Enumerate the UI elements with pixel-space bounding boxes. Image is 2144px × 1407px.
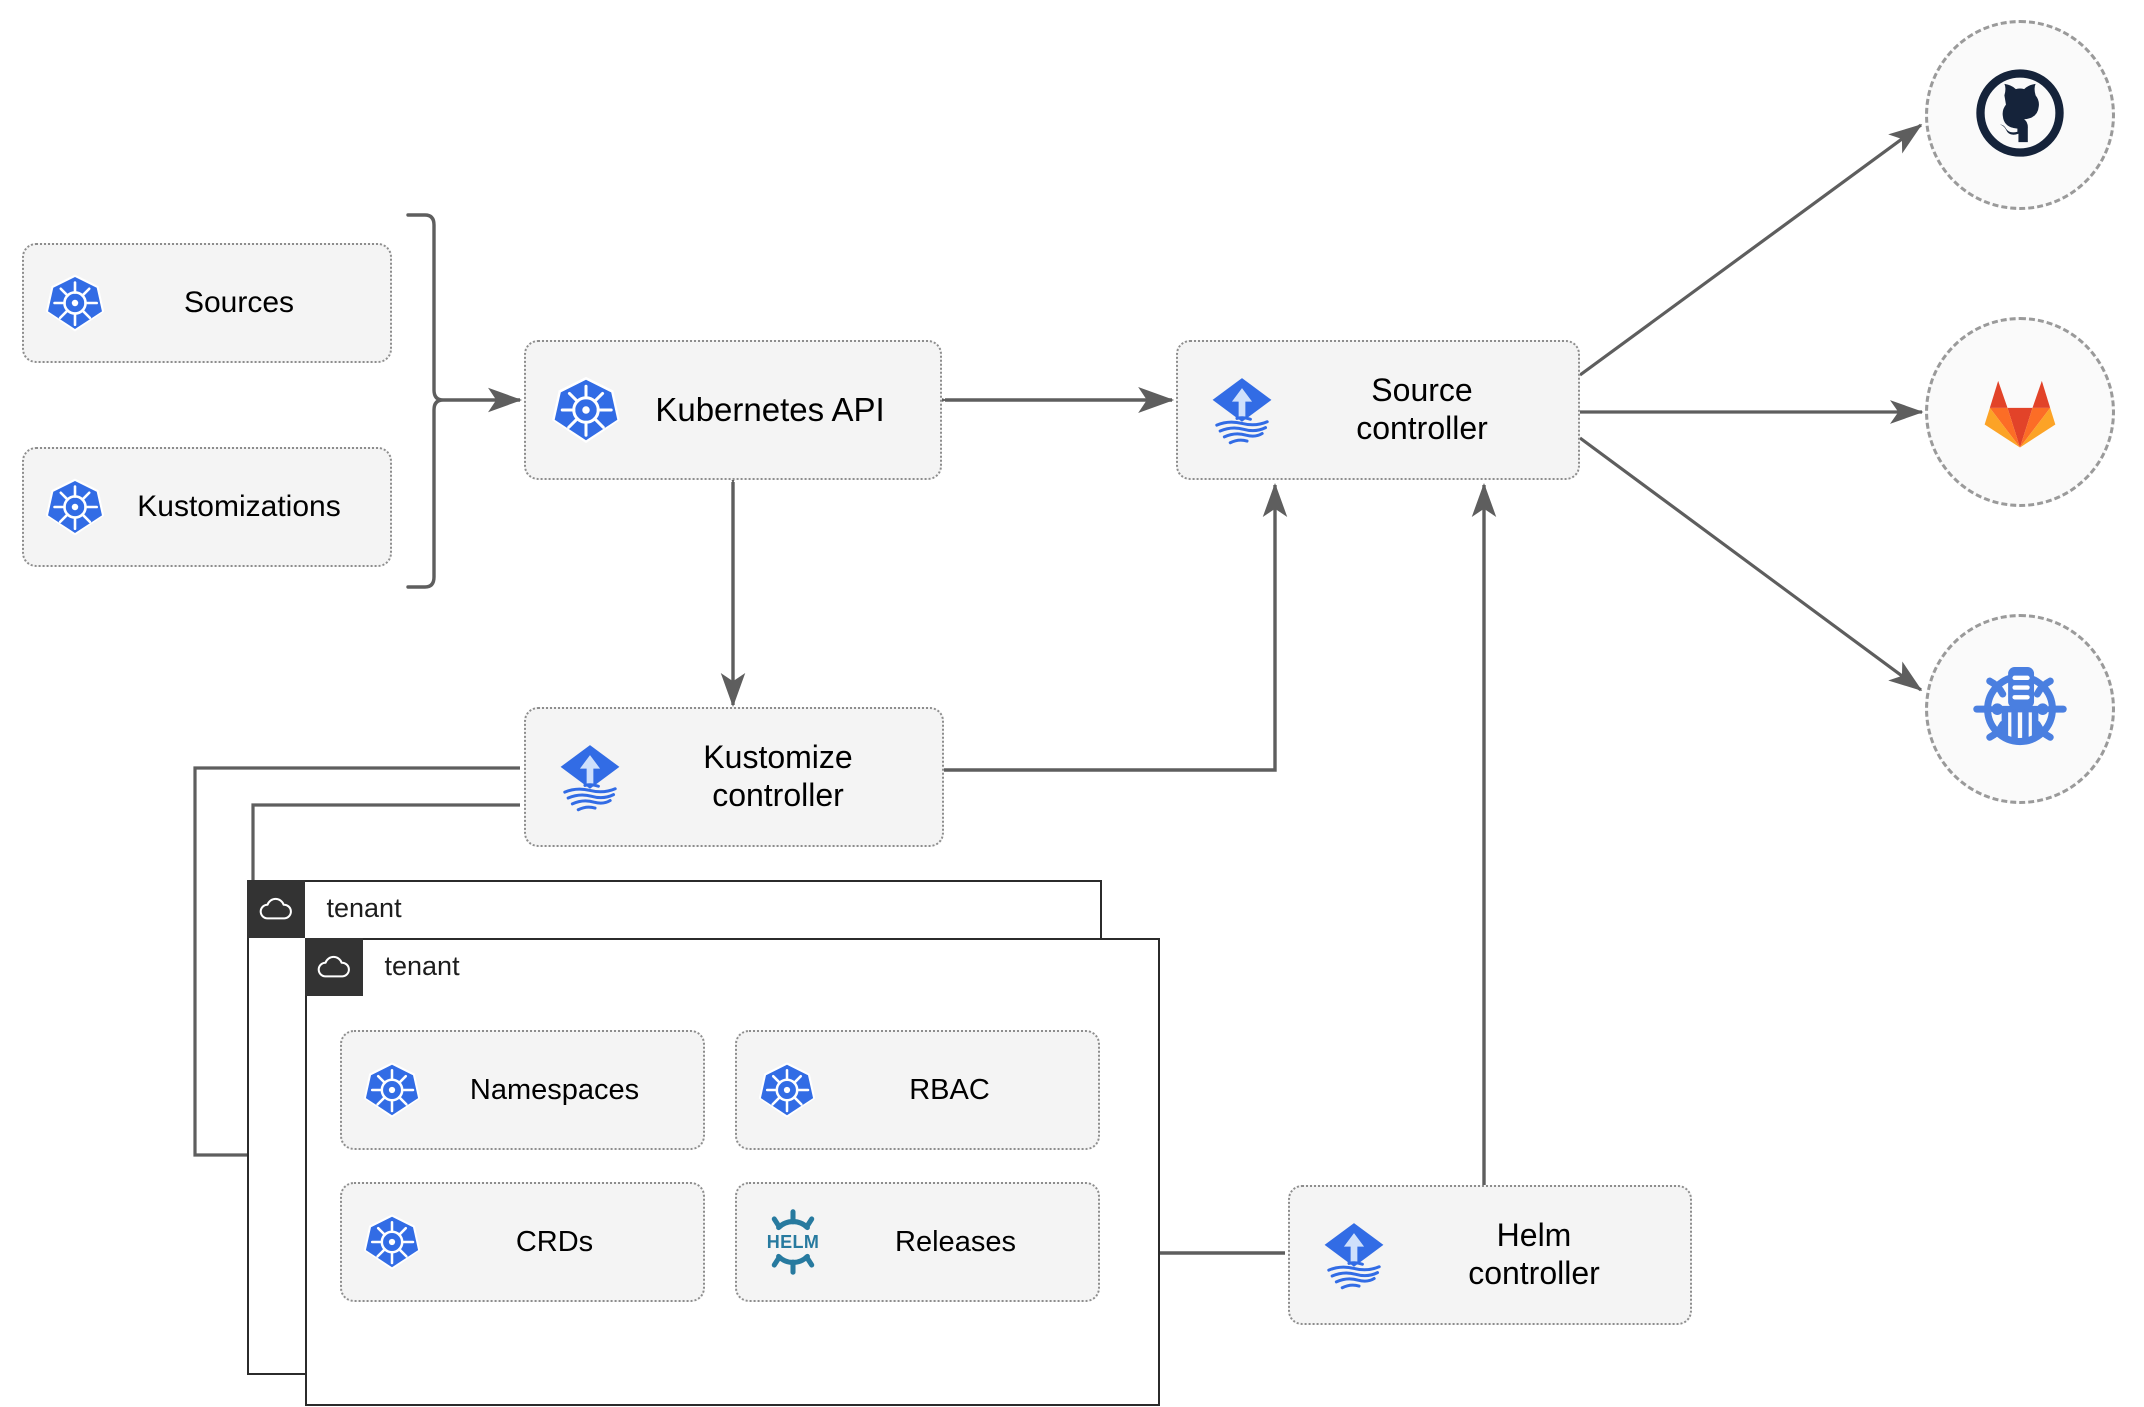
edge-source-controller-to-helm-repository [1579,436,1923,692]
node-kustomize-controller-label: Kustomize controller [703,739,853,813]
flux-icon [1200,368,1284,452]
node-source-controller[interactable]: Source controller [1176,340,1580,480]
helm-icon: HELM [757,1206,829,1278]
brace-sources-kustomizations [406,213,444,589]
node-helm-controller-label: Helm controller [1468,1217,1600,1291]
cloud-icon [304,937,363,996]
node-helm-controller[interactable]: Helm controller [1288,1185,1692,1325]
cloud-icon [246,879,305,938]
node-gitlab[interactable] [1925,317,2115,507]
kubernetes-icon [44,476,106,538]
kubernetes-icon [44,272,106,334]
svg-text:HELM: HELM [767,1232,819,1252]
node-rbac[interactable]: RBAC [735,1030,1100,1150]
kubernetes-icon [550,374,622,446]
node-sources-label: Sources [183,286,295,320]
node-source-controller-label: Source controller [1356,372,1488,446]
node-namespaces[interactable]: Namespaces [340,1030,705,1150]
node-github[interactable] [1925,20,2115,210]
node-kustomizations-label: Kustomizations [137,490,341,524]
node-rbac-label: RBAC [909,1073,990,1106]
node-namespaces-label: Namespaces [469,1073,640,1106]
tenant-inner-header: tenant [304,937,460,996]
node-helm-repository[interactable] [1925,614,2115,804]
node-releases-label: Releases [895,1225,1016,1258]
edge-source-controller-to-github [1579,123,1923,377]
tenant-inner-container[interactable]: tenant [304,937,1160,1406]
node-releases[interactable]: HELM Releases [735,1182,1100,1302]
node-crds-label: CRDs [515,1225,594,1258]
kubernetes-icon [362,1060,422,1120]
node-kustomizations[interactable]: Kustomizations [22,447,392,567]
node-kustomize-controller[interactable]: Kustomize controller [524,707,944,847]
node-kubernetes-api-label: Kubernetes API [655,390,885,428]
helm-repository-icon [1966,653,2074,766]
tenant-outer-label: tenant [326,893,402,923]
kubernetes-icon [362,1212,422,1272]
edge-kustomize-controller-to-source-controller [944,482,1288,772]
gitlab-icon [1968,358,2072,467]
node-kubernetes-api[interactable]: Kubernetes API [524,340,942,480]
github-icon [1968,61,2072,170]
kubernetes-icon [757,1060,817,1120]
node-crds[interactable]: CRDs [340,1182,705,1302]
tenant-outer-header: tenant [246,879,402,938]
node-sources[interactable]: Sources [22,243,392,363]
flux-icon [548,735,632,819]
tenant-inner-label: tenant [384,951,460,981]
flux-icon [1312,1213,1396,1297]
